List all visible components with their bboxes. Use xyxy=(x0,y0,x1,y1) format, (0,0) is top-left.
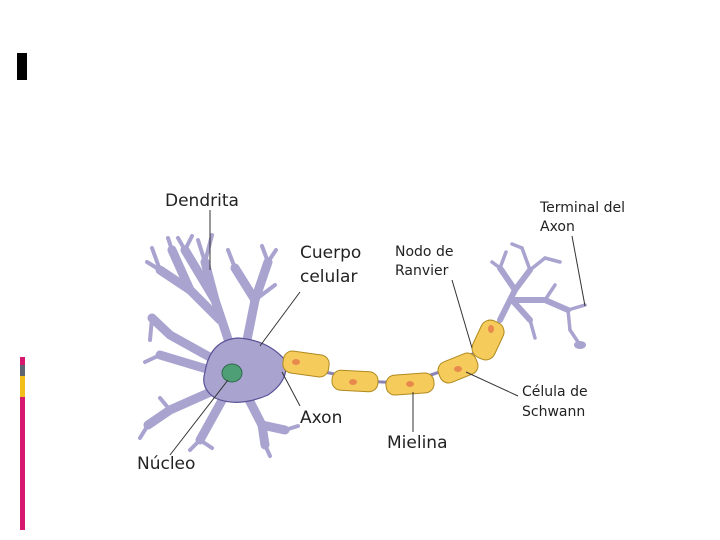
label-celula-line1: Célula de xyxy=(522,384,588,400)
leader-nodo xyxy=(451,279,473,349)
label-nodo-line1: Nodo de xyxy=(395,244,453,260)
label-nucleo: Núcleo xyxy=(137,454,195,474)
label-mielina: Mielina xyxy=(387,433,448,453)
myelin-sheath xyxy=(282,319,505,396)
axon-terminal xyxy=(490,242,587,349)
label-celula-line2: Schwann xyxy=(522,404,585,420)
schwann-nucleus xyxy=(349,379,357,385)
accent-bar-magenta-top xyxy=(20,357,25,365)
leader-nucleo xyxy=(169,379,229,456)
leader-axon xyxy=(281,371,301,407)
label-axon: Axon xyxy=(300,408,342,428)
schwann-nucleus xyxy=(488,325,494,333)
accent-bar-magenta xyxy=(20,397,25,530)
label-cuerpo-line2: celular xyxy=(300,267,357,287)
schwann-nucleus xyxy=(454,366,462,372)
leader-cuerpo xyxy=(259,291,301,347)
slide-bullet-mark xyxy=(17,53,27,80)
myelin-segment xyxy=(282,350,330,378)
leader-terminal xyxy=(571,235,586,307)
leader-lines xyxy=(169,210,586,456)
dendrites xyxy=(138,233,300,458)
myelin-segment xyxy=(471,319,505,361)
label-terminal-line2: Axon xyxy=(540,219,575,235)
label-terminal-line1: Terminal del xyxy=(539,200,625,216)
schwann-nucleus xyxy=(406,381,414,387)
label-nodo-line2: Ranvier xyxy=(395,263,449,279)
accent-bar-yellow xyxy=(20,376,25,397)
accent-bar-gray xyxy=(20,365,25,376)
leader-celula xyxy=(465,371,519,397)
schwann-nucleus xyxy=(292,359,300,365)
cell-body xyxy=(203,337,287,403)
cell-nucleus xyxy=(221,363,243,383)
label-cuerpo-line1: Cuerpo xyxy=(300,243,361,263)
label-dendrita: Dendrita xyxy=(165,191,239,211)
